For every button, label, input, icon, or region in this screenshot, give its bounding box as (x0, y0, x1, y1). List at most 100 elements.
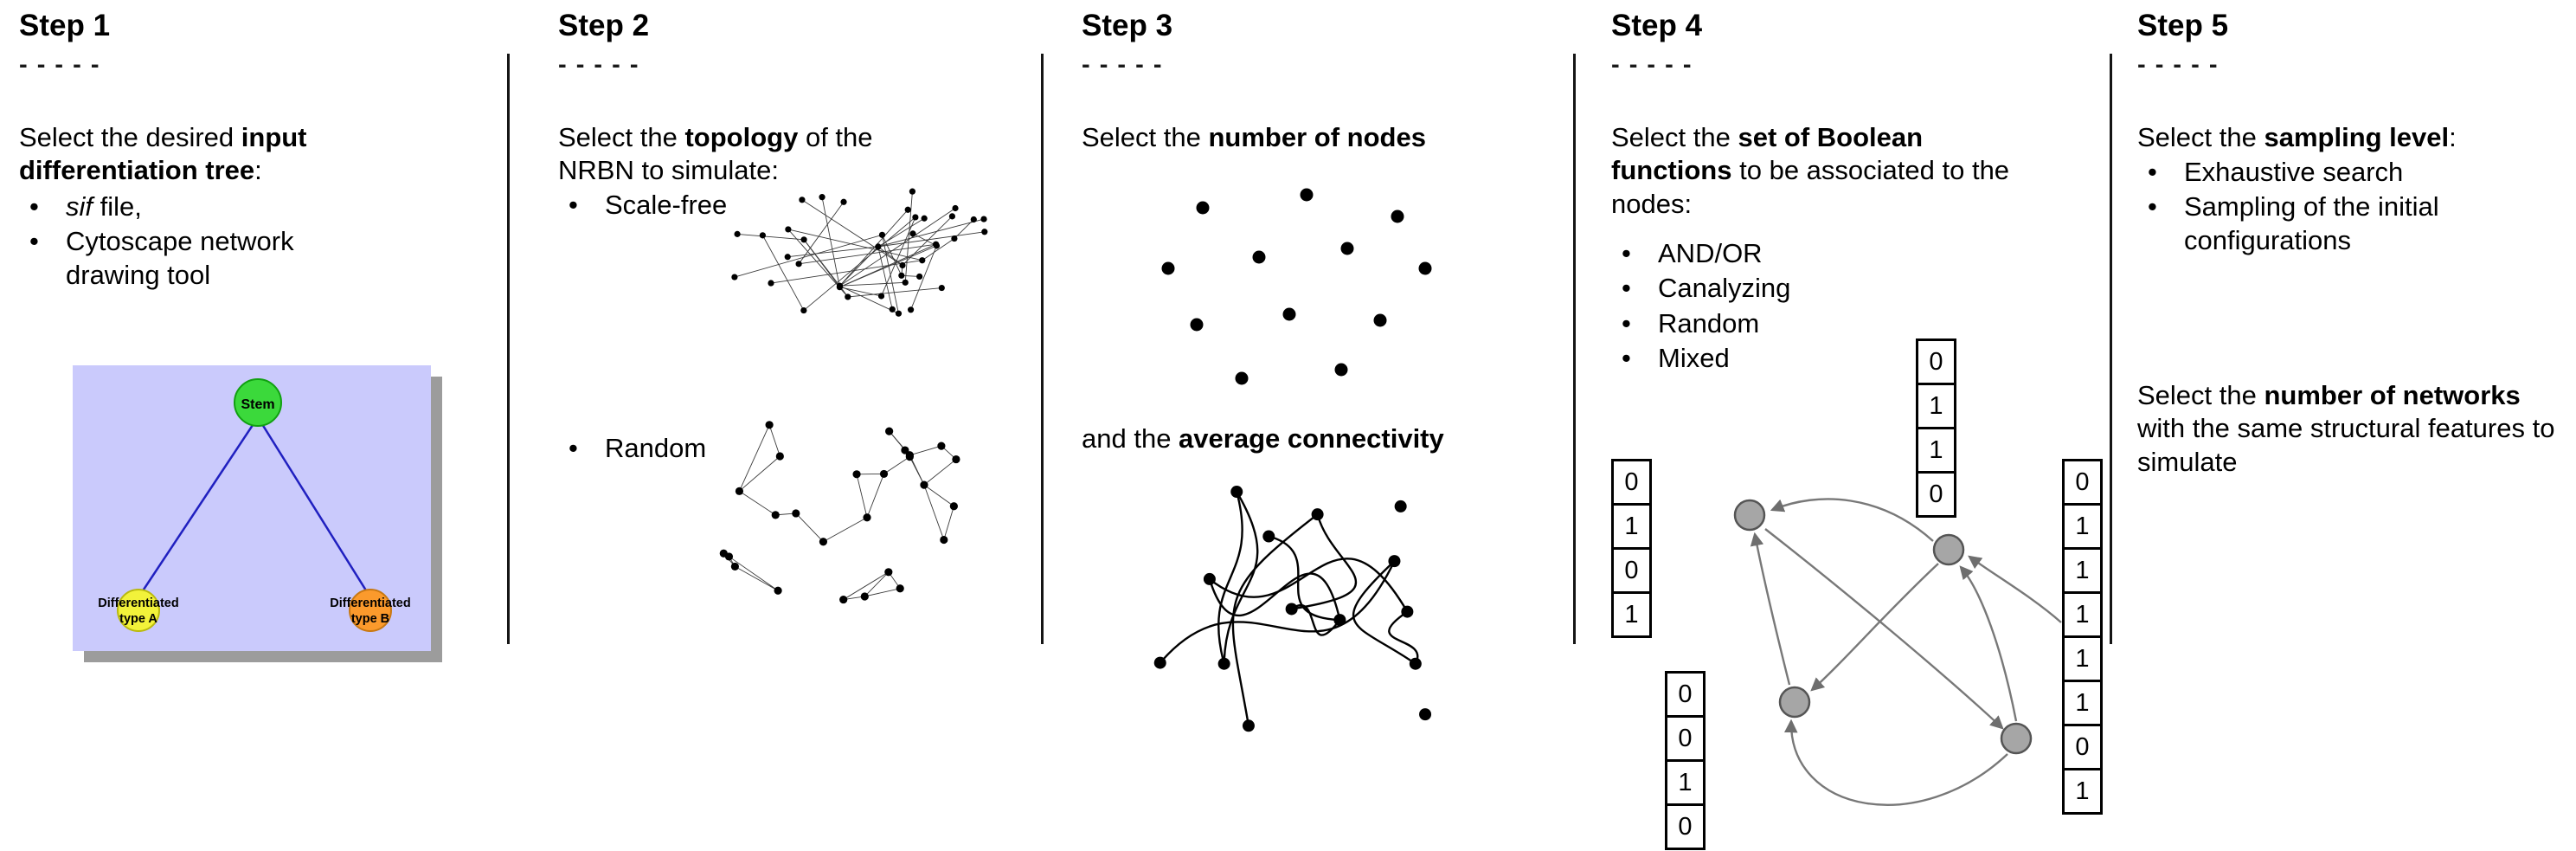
step5-networks-paragraph: Select the number of networks with the s… (2137, 379, 2570, 479)
boolean-network-graph-image (1733, 498, 2062, 806)
step4-intro-pre: Select the (1611, 122, 1738, 152)
step4-bullet-andor: • AND/OR (1611, 237, 1790, 270)
step1-column: Step 1 - - - - - Select the desired inpu… (19, 9, 495, 844)
step2-intro-post: of the NRBN to simulate: (558, 122, 873, 186)
step2-title: Step 2 (558, 9, 650, 42)
type-b-label-line1: Differentiated (330, 596, 410, 610)
bullet-marker: • (1622, 343, 1631, 374)
nodes-scatter-image (1161, 188, 1432, 385)
step5-intro-post: : (2449, 122, 2457, 152)
column-divider (1041, 54, 1044, 644)
step3-line2: and the average connectivity (1082, 422, 1566, 455)
truth-table-cell: 1 (2062, 503, 2103, 550)
bullet-marker: • (1622, 307, 1631, 338)
step3-title: Step 3 (1082, 9, 1173, 42)
step2-bullet-random: • Random (558, 432, 706, 465)
step4-intro: Select the set of Boolean functions to b… (1611, 121, 2044, 221)
step1-intro-bold: input differentiation tree (19, 122, 307, 186)
step4-bullet-canalyzing: • Canalyzing (1611, 272, 1790, 305)
bullet-marker: • (1622, 238, 1631, 268)
bullet-marker: • (2148, 157, 2157, 187)
step3-line1-pre: Select the (1082, 122, 1209, 152)
step4-bullet-mixed: • Mixed (1611, 342, 1790, 375)
truth-table-cell: 0 (1611, 459, 1652, 506)
step1-bullet-cytoscape-text: Cytoscape network drawing tool (66, 226, 294, 290)
step2-column: Step 2 - - - - - Select the topology of … (558, 9, 1036, 844)
truth-table-cell: 0 (1665, 671, 1706, 718)
step5-p2-pre: Select the (2137, 380, 2264, 410)
random-network-image (719, 421, 960, 604)
stem-node (234, 378, 282, 427)
step5-bullet-sampling: • Sampling of the initial configurations (2137, 190, 2496, 257)
truth-table-cell: 1 (2062, 768, 2103, 815)
tree-edge-right (256, 416, 372, 598)
step5-bullet-exhaustive: • Exhaustive search (2137, 156, 2496, 189)
column-divider (1573, 54, 1576, 644)
step2-intro-bold: topology (684, 122, 799, 152)
type-a-node (117, 589, 160, 632)
tree-edge-left (137, 416, 260, 598)
step4-title: Step 4 (1611, 9, 1703, 42)
step3-line2-pre: and the (1082, 423, 1179, 454)
truth-table-cell: 1 (1916, 383, 1956, 429)
step1-dashes: - - - - - (19, 51, 101, 79)
type-a-label-line2: type A (119, 612, 157, 626)
truth-table-cell: 1 (2062, 635, 2103, 682)
step3-dashes: - - - - - (1082, 51, 1164, 79)
step5-title: Step 5 (2137, 9, 2229, 42)
step1-bullets: • sif file, • Cytoscape network drawing … (19, 189, 325, 292)
bullet-marker: • (569, 433, 578, 463)
step2-intro: Select the topology of the NRBN to simul… (558, 121, 939, 188)
step5-column: Step 5 - - - - - Select the sampling lev… (2137, 9, 2570, 844)
step5-bullet-exhaustive-text: Exhaustive search (2184, 157, 2404, 187)
truth-table-cell: 1 (1611, 591, 1652, 638)
step5-intro: Select the sampling level: (2137, 121, 2570, 154)
truth-table-cell: 1 (2062, 547, 2103, 594)
step5-p2-post: with the same structural features to sim… (2137, 413, 2555, 477)
type-b-node (349, 589, 392, 632)
step2-bullet-random-text: Random (605, 433, 707, 463)
step5-intro-pre: Select the (2137, 122, 2264, 152)
truth-table-cell: 0 (1665, 715, 1706, 762)
step5-p2-bold: number of networks (2264, 380, 2521, 410)
step4-bullet-andor-text: AND/OR (1658, 238, 1763, 268)
truth-table-cell: 1 (1611, 503, 1652, 550)
step4-bullet-canalyzing-text: Canalyzing (1658, 273, 1791, 304)
step3-line1: Select the number of nodes (1082, 121, 1566, 154)
column-divider (2110, 54, 2112, 644)
bullet-marker: • (29, 191, 39, 222)
bullet-marker: • (29, 226, 39, 257)
step4-bullet-mixed-text: Mixed (1658, 343, 1730, 374)
truth-table-cell: 0 (1916, 338, 1956, 385)
step1-title: Step 1 (19, 9, 111, 42)
step5-bullet-sampling-text: Sampling of the initial configurations (2184, 191, 2439, 255)
step5-dashes: - - - - - (2137, 51, 2219, 79)
truth-table-cell: 0 (1665, 803, 1706, 850)
step4-column: Step 4 - - - - - Select the set of Boole… (1611, 9, 2109, 851)
truth-table-cell: 1 (1665, 759, 1706, 806)
step2-bullet-scalefree: • Scale-free (558, 189, 727, 222)
step4-intro-bold: set of Boolean functions (1611, 122, 1924, 186)
step2-bullet-scalefree-text: Scale-free (605, 190, 728, 220)
type-b-label-line2: type B (351, 612, 389, 626)
column-divider (507, 54, 510, 644)
stem-node-label: Stem (241, 397, 274, 412)
step5-intro-bold: sampling level (2264, 122, 2450, 152)
step3-line2-bold: average connectivity (1179, 423, 1444, 454)
step5-bullets: • Exhaustive search • Sampling of the in… (2137, 154, 2496, 257)
step3-column: Step 3 - - - - - Select the number of no… (1082, 9, 1566, 844)
step1-intro-pre: Select the desired (19, 122, 241, 152)
bullet-marker: • (1622, 273, 1631, 304)
scale-free-network-image (731, 188, 988, 317)
differentiation-tree-image: Stem Differentiated type A Differentiate… (73, 365, 442, 662)
step4-intro-post: to be associated to the nodes: (1611, 155, 2010, 219)
truth-table-cell: 0 (2062, 459, 2103, 506)
bullet-marker: • (569, 190, 578, 220)
truth-table-cell: 1 (2062, 591, 2103, 638)
truth-table-cell: 1 (1916, 427, 1956, 474)
